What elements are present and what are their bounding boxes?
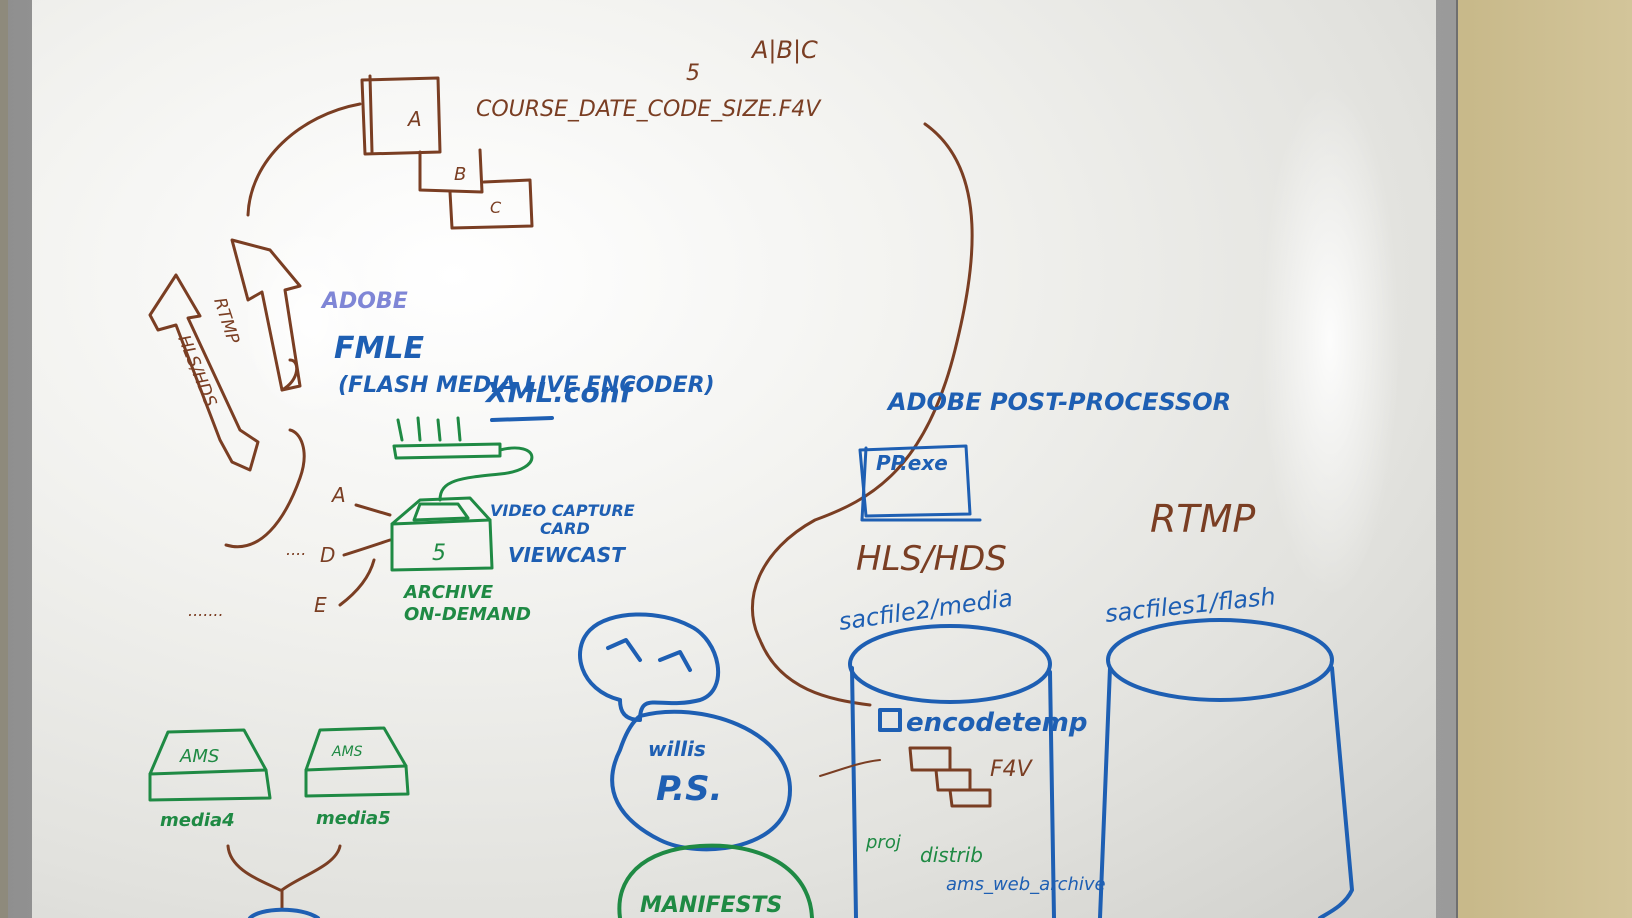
encoder-hardware <box>390 416 534 572</box>
five-box-label: 5 <box>432 541 446 566</box>
on-demand-label: ON-DEMAND <box>404 604 531 625</box>
archive-label: ARCHIVE <box>402 582 494 603</box>
rtmp-hls-arrows <box>148 238 302 472</box>
rtmp-arrow-label: RTMP <box>209 295 243 347</box>
light-glare <box>240 220 380 420</box>
pp-exe-box <box>858 444 982 522</box>
pp-exe-label: PP.exe <box>876 451 948 475</box>
rtmp-label: RTMP <box>1150 497 1255 541</box>
input-curves <box>224 428 392 607</box>
bottom-blue-arc <box>248 907 320 918</box>
light-glare <box>1260 80 1400 600</box>
filename-label: COURSE_DATE_CODE_SIZE.F4V <box>476 97 822 122</box>
ps-circle <box>610 709 792 852</box>
media5-label: media5 <box>316 808 391 829</box>
fmle-label: FMLE <box>334 331 424 366</box>
curve-filename-to-encodetemp <box>750 122 974 707</box>
post-processor-label: ADOBE POST-PROCESSOR <box>886 388 1231 416</box>
input-d-label: D <box>320 543 335 567</box>
xml-conf-label: XML.conf <box>484 376 636 409</box>
hls-hds-label: HLS/HDS <box>856 539 1007 579</box>
five-top-label: 5 <box>686 61 700 86</box>
dots-e: ....... <box>188 601 224 620</box>
ps-label: P.S. <box>656 769 722 809</box>
ams-connector <box>226 844 342 910</box>
f4v-label: F4V <box>990 757 1034 782</box>
cylinder-sacfile2 <box>848 624 1056 918</box>
box-c-label: C <box>490 198 502 217</box>
proj-label: proj <box>865 832 901 853</box>
media4-label: media4 <box>160 810 235 831</box>
file-boxes <box>360 74 534 230</box>
dots-d: .... <box>286 540 306 559</box>
abc-label: A|B|C <box>750 36 818 64</box>
viewcast-label: VIEWCAST <box>508 543 626 567</box>
ams-server-1 <box>148 728 272 802</box>
capture-card-label-1: VIDEO CAPTURE <box>490 501 635 520</box>
cloud-shape <box>578 612 720 722</box>
input-e-label: E <box>314 593 327 617</box>
encodetemp-folder-icon <box>878 708 902 732</box>
whiteboard-surface <box>32 0 1436 918</box>
distrib-label: distrib <box>920 843 983 867</box>
cylinder-sacfiles1 <box>1098 618 1354 918</box>
willis-label: willis <box>648 737 706 761</box>
f4v-files-icon <box>908 746 992 808</box>
capture-card-label-2: CARD <box>540 519 590 538</box>
ams-2-label: AMS <box>331 744 363 760</box>
box-a-label: A <box>406 107 422 131</box>
ams-server-2 <box>304 726 410 798</box>
box-b-label: B <box>454 164 466 185</box>
adobe-label: ADOBE <box>320 289 408 314</box>
curve-boxes-to-arrows <box>246 102 362 217</box>
arrow-ps-to-storage <box>819 759 881 777</box>
ams-1-label: AMS <box>179 746 219 767</box>
ams-web-archive-label: ams_web_archive <box>946 874 1106 895</box>
input-a-label: A <box>330 483 346 507</box>
xml-underline <box>490 416 554 422</box>
fmle-full-label: (FLASH MEDIA LIVE ENCODER) <box>338 373 715 398</box>
encodetemp-label: encodetemp <box>906 708 1087 738</box>
manifests-label: MANIFESTS <box>640 893 782 918</box>
manifests-shape <box>617 843 814 918</box>
